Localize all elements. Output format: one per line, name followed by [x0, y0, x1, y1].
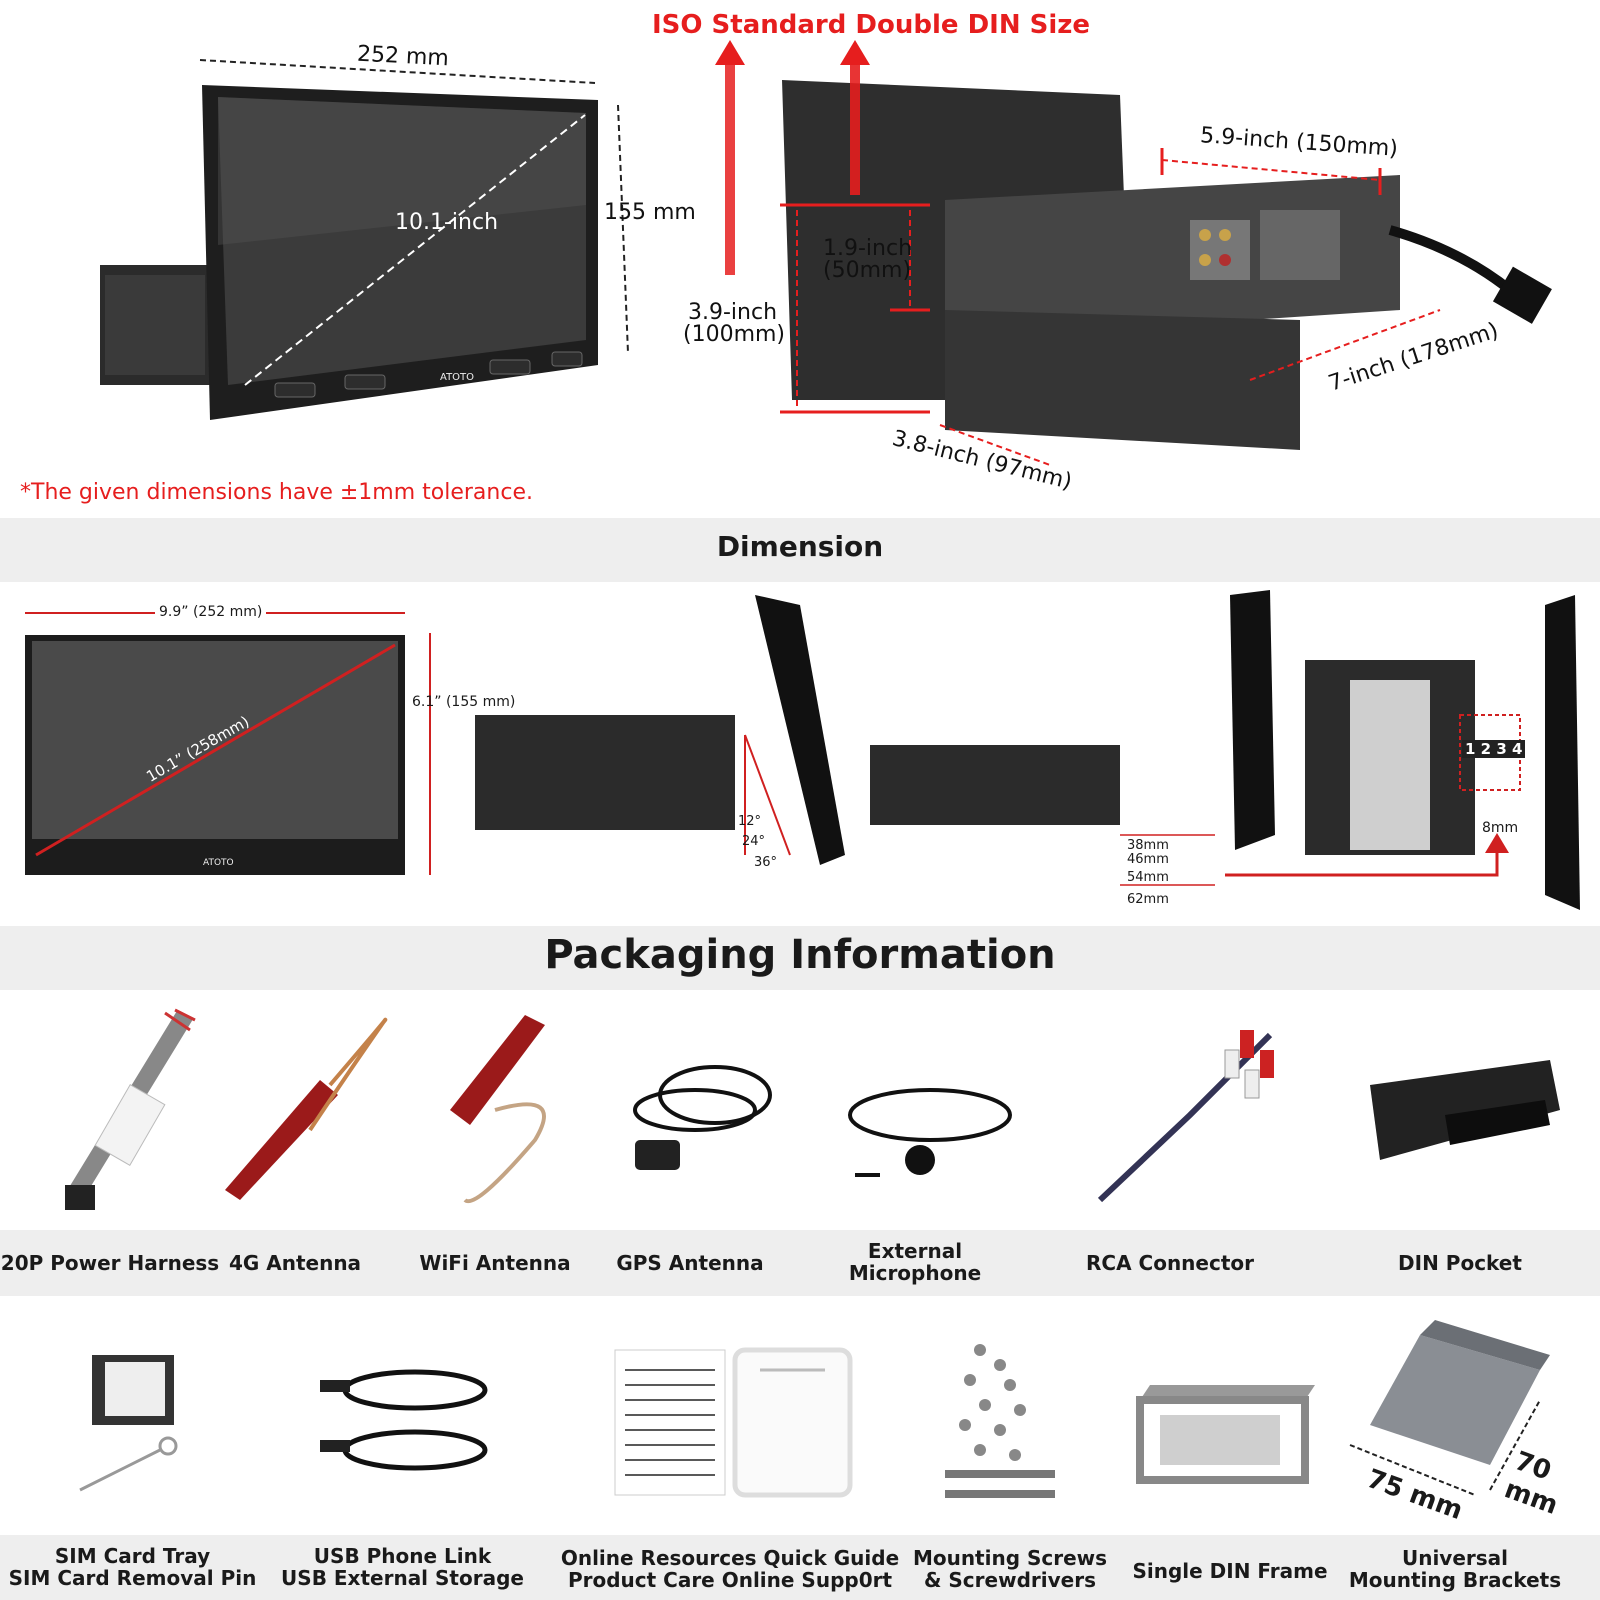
dim-width: 9.9” (252 mm) [155, 604, 267, 620]
caption-4g: 4G Antenna [228, 1251, 362, 1275]
caption-harness: 20P Power Harness [0, 1251, 220, 1275]
angle-36: 36° [754, 855, 778, 870]
brand-label: ATOTO [440, 372, 475, 383]
depth-38: 38mm [1127, 838, 1169, 853]
rear-chassis-illustration [715, 40, 1552, 466]
caption-usb: USB Phone Link USB External Storage [281, 1544, 524, 1590]
packaging-heading: Packaging Information [544, 932, 1056, 978]
sim-tray-icon [79, 1355, 178, 1492]
height-100-label-a: 3.9-inch [688, 300, 778, 325]
antenna-wifi-icon [450, 1015, 546, 1204]
caption-sim: SIM Card Tray SIM Card Removal Pin [8, 1544, 257, 1590]
din-frame-icon [1136, 1385, 1315, 1484]
screws-icon [945, 1344, 1055, 1498]
antenna-4g-icon [225, 1017, 388, 1200]
depth-46: 46mm [1127, 852, 1169, 867]
caption-manual: Online Resources Quick Guide Product Car… [560, 1546, 900, 1592]
harness-icon [65, 1008, 196, 1210]
caption-screws: Mounting Screws & Screwdrivers [912, 1546, 1108, 1592]
bracket-icon [1349, 1320, 1550, 1496]
dimension-heading: Dimension [716, 530, 884, 563]
caption-microphone: External Microphone [848, 1239, 982, 1285]
position-numbers: 1 2 3 4 [1462, 740, 1526, 758]
dim-height: 6.1” (155 mm) [412, 694, 516, 710]
diagonal-label: 10.1-inch [395, 210, 499, 235]
din-pocket-icon [1370, 1060, 1560, 1160]
angle-24: 24° [742, 834, 766, 849]
dim-brand: ATOTO [203, 858, 234, 868]
caption-din-pocket: DIN Pocket [1398, 1251, 1522, 1275]
front-unit-illustration [100, 59, 629, 420]
top-section: ISO Standard Double DIN Size 252 mm 155 … [0, 0, 1600, 515]
dimension-band [0, 518, 1600, 582]
caption-rca: RCA Connector [1086, 1251, 1254, 1275]
depth-54: 54mm [1127, 870, 1169, 885]
rca-icon [1097, 1030, 1274, 1203]
dimension-diagrams [25, 590, 1580, 910]
caption-wifi: WiFi Antenna [419, 1251, 571, 1275]
angle-12: 12° [738, 814, 762, 829]
height-50-label-b: (50mm) [823, 258, 912, 283]
usb-cable-icon [320, 1369, 488, 1471]
caption-bracket: Universal Mounting Brackets [1348, 1546, 1562, 1592]
antenna-gps-icon [633, 1065, 772, 1170]
row1-caption-band [0, 1230, 1600, 1296]
manual-icon [614, 1347, 853, 1498]
tolerance-note: *The given dimensions have ±1mm toleranc… [20, 480, 533, 505]
caption-din-frame: Single DIN Frame [1132, 1559, 1328, 1583]
caption-gps: GPS Antenna [616, 1251, 764, 1275]
depth-62: 62mm [1127, 892, 1169, 907]
height-100-label-b: (100mm) [683, 322, 786, 347]
width-label: 252 mm [356, 41, 450, 72]
height-label: 155 mm [604, 200, 696, 225]
height-50-label-a: 1.9-inch [823, 236, 913, 261]
offset-8mm: 8mm [1482, 820, 1519, 836]
packaging-band [0, 926, 1600, 990]
iso-title: ISO Standard Double DIN Size [652, 10, 1091, 40]
microphone-icon [848, 1088, 1012, 1177]
row2-caption-band [0, 1535, 1600, 1600]
